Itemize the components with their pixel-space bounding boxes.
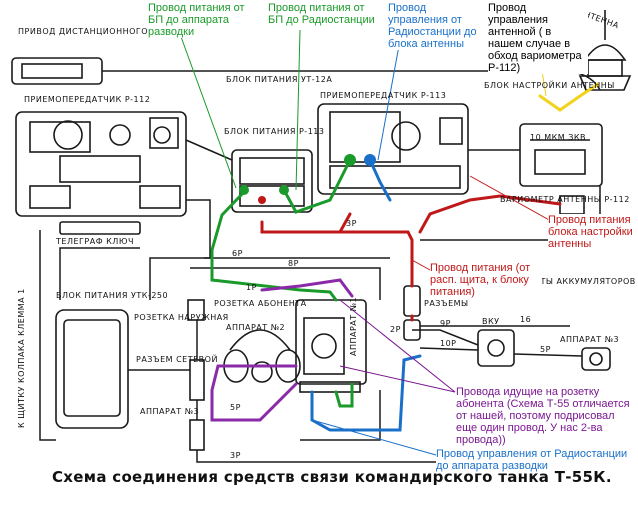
wire-code-8r: 8Р [288,259,299,268]
label-telegraph-key: ТЕЛЕГРАФ КЛЮЧ [55,237,134,246]
wire-code-5r: 5Р [540,345,551,354]
label-connector-network: РАЗЪЕМ СЕТЕВОЙ [136,353,218,364]
label-socket-external: РОЗЕТКА НАРУЖНАЯ [134,313,229,322]
annotation-antenna-control: Провод управления антенной ( в нашем слу… [488,2,588,74]
wire-red-main [260,220,414,288]
annotation-power-radio: Провод питания от БП до Радиостанции [268,2,376,26]
label-battery-protection: К БЛОКУ ЗАЩИТЫ АККУМУЛЯТОРОВ КЛЕММА 4 [470,277,638,286]
label-transceiver-113: ПРИЕМОПЕРЕДАТЧИК Р-113 [320,91,446,100]
wire-code-6r: 6Р [232,249,243,258]
label-remote-control-a: ПРИВОД ДИСТАНЦИОННОГО УПРАВЛЕНИЯ Р-112 [18,27,240,36]
wire-red-tuning [418,194,562,234]
label-vku: ВКУ [482,317,500,326]
label-transceiver-112: ПРИЕМОПЕРЕДАТЧИК Р-112 [24,95,150,104]
label-apparatus-3-right: АППАРАТ №3 [560,335,619,344]
black-wires [39,70,601,463]
wire-code-9r: 9Р [440,319,451,328]
label-psu-ut12a: БЛОК ПИТАНИЯ УТ-12А [226,75,332,84]
apparatus-3-right [581,347,611,371]
label-connectors: РАЗЪЕМЫ [424,299,469,308]
label-socket-subscriber: РОЗЕТКА АБОНЕНТА [214,299,307,308]
wire-green-radio [282,158,352,214]
diagram-caption: Схема соединения средств связи командирс… [52,468,612,486]
wire-code-2r: 2Р [390,325,401,334]
annotation-power-tuning: Провод питания блока настройки антенны [548,214,636,250]
wire-code-5r-b: 5Р [230,403,241,412]
wire-green-loop [334,382,354,408]
wire-code-3r-b: 3Р [230,451,241,460]
distribution-box-1 [295,299,367,393]
connectors [403,285,421,341]
transceiver-r113 [317,103,469,195]
label-apparatus-3-left: АППАРАТ №3 [140,407,199,416]
headset-apparatus-2 [223,329,301,383]
antenna-mount [578,10,632,91]
wire-code-1r: 1Р [246,283,257,292]
annotation-subscriber-wires: Провода идущие на розетку абонента (Схем… [456,386,636,446]
label-apparatus-2: АППАРАТ №2 [226,323,285,332]
label-antenna-tuning: БЛОК НАСТРОЙКИ АНТЕННЫ [484,79,615,90]
annotation-control-junction: Провод управления от Радиостанции до апп… [436,448,636,472]
transceiver-r112 [15,111,187,217]
wire-yellow-antenna [538,82,600,112]
label-psu-utk250: БЛОК ПИТАНИЯ УТК-250 [56,291,168,300]
r113-connectors [239,154,376,204]
label-apparatus-1: АППАРАТ №1 [349,297,358,356]
wire-blue-junction [310,354,422,432]
wire-code-16: 16 [520,315,531,324]
label-side: К ЩИТКУ КОЛПАКА КЛЕММА 1 [17,288,26,428]
antenna-tuning-unit [519,123,603,187]
vku-unit [477,329,515,367]
wire-code-3r: 3Р [346,219,357,228]
wire-red-short [266,212,352,234]
label-variometer: ВАРИОМЕТР АНТЕННЫ Р-112 [500,195,630,204]
wire-code-10r: 10Р [440,339,457,348]
annotation-power-junction: Провод питания от БП до аппарата разводк… [148,2,260,38]
external-socket [187,299,205,451]
psu-utk250 [55,309,129,429]
telegraph-key [59,221,141,235]
annotation-power-panel: Провод питания (от расп. щита, к блоку п… [430,262,542,298]
remote-control-unit [11,57,120,85]
wire-green-junction [210,190,338,302]
label-tuning-small: 10 МКМ ЗКВ [530,133,586,142]
annotation-control-antenna: Провод управления от Радиостанции до бло… [388,2,486,50]
wire-purple-b [210,364,298,422]
psu-r113 [231,149,313,213]
annotation-pointers [179,29,561,456]
wire-blue-antenna [368,158,392,202]
wire-purple-a [260,278,354,298]
label-psu-113: БЛОК ПИТАНИЯ Р-113 [224,127,324,136]
